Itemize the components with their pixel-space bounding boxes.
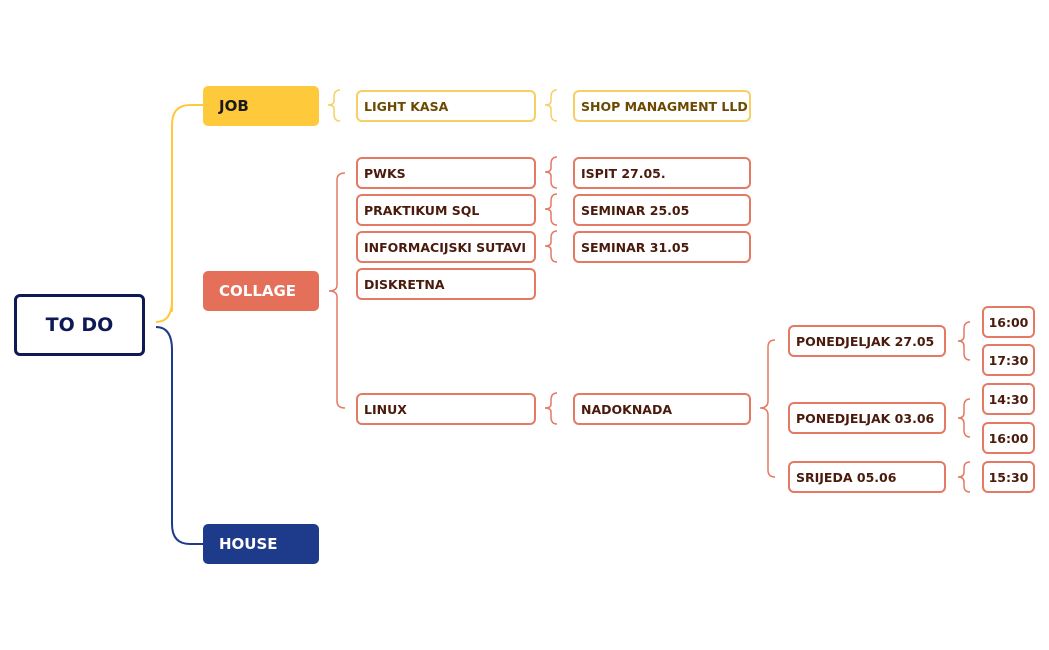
collage-sub-seminar-3105[interactable]: SEMINAR 31.05 — [573, 231, 751, 263]
brace-collage — [328, 172, 346, 409]
collage-sub-ispit[interactable]: ISPIT 27.05. — [573, 157, 751, 189]
job-subitem[interactable]: SHOP MANAGMENT LLD — [573, 90, 751, 122]
collage-item-diskretna[interactable]: DISKRETNA — [356, 268, 536, 300]
brace-job — [327, 89, 341, 122]
brace-linux — [544, 392, 558, 425]
collage-item-linux[interactable]: LINUX — [356, 393, 536, 425]
branch-house[interactable]: HOUSE — [203, 524, 319, 564]
brace-times-3 — [957, 461, 971, 493]
collage-sub-nadoknada[interactable]: NADOKNADA — [573, 393, 751, 425]
time-slot[interactable]: 17:30 — [982, 344, 1035, 376]
root-node[interactable]: TO DO — [14, 294, 145, 356]
time-slot[interactable]: 15:30 — [982, 461, 1035, 493]
branch-collage[interactable]: COLLAGE — [203, 271, 319, 311]
time-slot[interactable]: 16:00 — [982, 306, 1035, 338]
collage-item-praktikum-sql[interactable]: PRAKTIKUM SQL — [356, 194, 536, 226]
connector-job — [155, 104, 203, 323]
brace-informacijski — [544, 230, 558, 263]
branch-job[interactable]: JOB — [203, 86, 319, 126]
brace-light-kasa — [544, 89, 558, 122]
brace-praktikum — [544, 193, 558, 226]
nadoknada-date-1[interactable]: PONEDJELJAK 27.05 — [788, 325, 946, 357]
nadoknada-date-3[interactable]: SRIJEDA 05.06 — [788, 461, 946, 493]
connector-house — [155, 326, 203, 545]
brace-times-2 — [957, 398, 971, 438]
nadoknada-date-2[interactable]: PONEDJELJAK 03.06 — [788, 402, 946, 434]
job-item[interactable]: LIGHT KASA — [356, 90, 536, 122]
time-slot[interactable]: 16:00 — [982, 422, 1035, 454]
collage-item-pwks[interactable]: PWKS — [356, 157, 536, 189]
time-slot[interactable]: 14:30 — [982, 383, 1035, 415]
brace-times-1 — [957, 321, 971, 361]
collage-sub-seminar-2505[interactable]: SEMINAR 25.05 — [573, 194, 751, 226]
brace-nadoknada — [759, 339, 776, 478]
collage-item-informacijski-sutavi[interactable]: INFORMACIJSKI SUTAVI — [356, 231, 536, 263]
brace-pwks — [544, 156, 558, 189]
